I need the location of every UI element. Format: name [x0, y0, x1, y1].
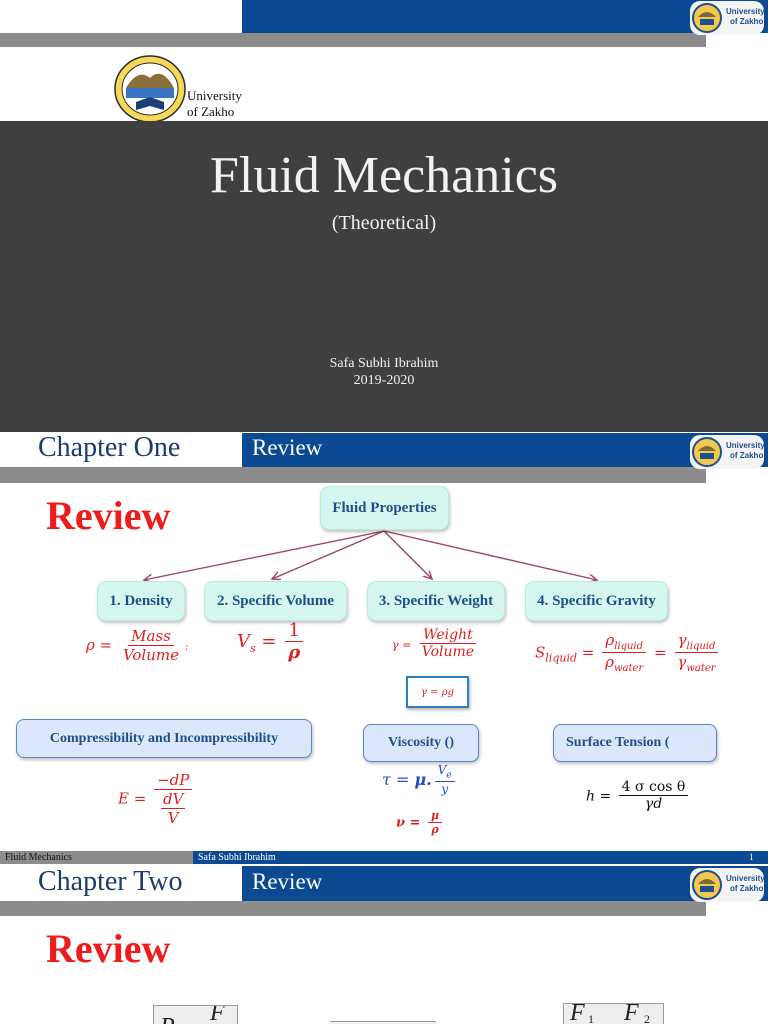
sg-num1-sub: liquid [614, 641, 644, 652]
slide2-page-number: 1 [749, 852, 754, 862]
university-name-line1: University [187, 88, 242, 103]
sg-den2-sub: water [686, 663, 716, 674]
review-heading: Review [46, 493, 171, 538]
slide2-title-left: Chapter One [38, 432, 181, 463]
property-density: 1. Density [97, 581, 185, 621]
nu-num: μ [427, 809, 443, 824]
middle-formula-box [330, 1021, 436, 1024]
e-den-den: V [167, 808, 179, 827]
slide2-title-right: Review [252, 435, 323, 460]
logo-badge-text-1: University [726, 7, 765, 16]
sg-eq: = [581, 643, 595, 662]
property-surface-tension: Surface Tension ( [553, 724, 717, 762]
slide3-logo-text-2: of Zakho [730, 884, 764, 893]
slide3-header-gray [0, 901, 706, 916]
sg-lhs: S [535, 643, 546, 662]
slide3-header-blue [242, 866, 768, 901]
sv-num: 1 [285, 621, 303, 642]
tau-den: y [441, 782, 449, 797]
tau-lhs: τ = [382, 769, 410, 789]
gamma-rho-g-box: γ = ρg [406, 676, 469, 708]
e-den-num: dV [160, 789, 186, 809]
pressure-f: F [210, 1005, 225, 1024]
sv-sub: s [250, 641, 256, 655]
slide3-logo-badge: University of Zakho [690, 868, 765, 902]
slide3-title-left: Chapter Two [38, 866, 183, 897]
presentation-year: 2019-2020 [353, 373, 415, 388]
pressure-formula-box: P F [153, 1005, 238, 1024]
slide3-logo-text-1: University [726, 874, 765, 883]
pascal-f2: F [624, 1003, 639, 1024]
property-specific-weight: 3. Specific Weight [367, 581, 505, 621]
pascal-f1: F [570, 1003, 585, 1024]
density-tail: : [184, 641, 189, 653]
tau-num: V [437, 763, 447, 777]
h-lhs: h = [586, 788, 612, 805]
sw-num: Weight [420, 627, 476, 645]
nu-den: ρ [431, 823, 439, 837]
slide2-logo-badge: University of Zakho [690, 435, 765, 469]
sg-num2: γ [677, 631, 687, 649]
sg-sub: liquid [545, 651, 578, 665]
sv-lhs: V [237, 631, 250, 653]
pressure-p: P [160, 1014, 175, 1024]
tau-mu: μ. [414, 769, 432, 789]
title-slide-background [0, 121, 768, 432]
e-num: −dP [154, 772, 193, 790]
sw-lhs: γ = [392, 638, 412, 652]
author-name: Safa Subhi Ibrahim [329, 356, 439, 371]
slide2-header-gray [0, 467, 706, 483]
property-specific-gravity: 4. Specific Gravity [525, 581, 668, 621]
gamma-rho-g: γ = ρg [421, 686, 454, 698]
root-box-fluid-properties: Fluid Properties [320, 486, 449, 530]
sv-den: ρ [288, 641, 301, 663]
slide3-review-heading: Review [46, 926, 171, 971]
sg-num1: ρ [605, 631, 615, 649]
slide2-logo-text-2: of Zakho [730, 451, 764, 460]
university-name-line2: of Zakho [187, 104, 235, 119]
sg-eq2: = [654, 643, 667, 662]
density-den: Volume [122, 645, 179, 664]
pascal-f1-sub: 1 [588, 1012, 594, 1024]
pascal-f2-sub: 2 [644, 1012, 650, 1024]
slide1-header-blue [242, 0, 768, 33]
university-logo-badge: University of Zakho [690, 1, 765, 35]
nu-lhs: ν = [396, 815, 421, 831]
sg-den1: ρ [605, 653, 614, 671]
presentation-subtitle: (Theoretical) [331, 212, 437, 234]
presentation-title: Fluid Mechanics [209, 147, 559, 204]
h-num: 4 σ cos θ [618, 779, 689, 797]
density-lhs: ρ = [86, 635, 113, 654]
sg-num2-sub: liquid [686, 641, 716, 652]
sg-den2: γ [677, 653, 687, 671]
slide2-header-blue [242, 433, 768, 467]
sw-den: Volume [421, 644, 475, 661]
slide2-footer-mid: Safa Subhi Ibrahim [193, 851, 768, 864]
h-den: γd [644, 796, 663, 813]
slide2-logo-text-1: University [726, 441, 765, 450]
logo-badge-text-2: of Zakho [730, 17, 764, 26]
property-compressibility: Compressibility and Incompressibility [16, 719, 312, 758]
property-specific-volume: 2. Specific Volume [204, 581, 347, 621]
sv-eq: = [261, 631, 277, 653]
property-viscosity: Viscosity () [363, 724, 479, 762]
e-lhs: E = [118, 789, 147, 808]
density-num: Mass [128, 628, 174, 646]
university-seal [112, 54, 188, 124]
slide2-footer-left: Fluid Mechanics [0, 851, 193, 864]
tau-num-sub: e [446, 770, 452, 781]
pascal-formula-box: F 1 F 2 [563, 1003, 664, 1024]
sg-den1-sub: water [613, 663, 644, 674]
slide1-header-gray [0, 33, 706, 47]
slide3-title-right: Review [252, 869, 323, 894]
